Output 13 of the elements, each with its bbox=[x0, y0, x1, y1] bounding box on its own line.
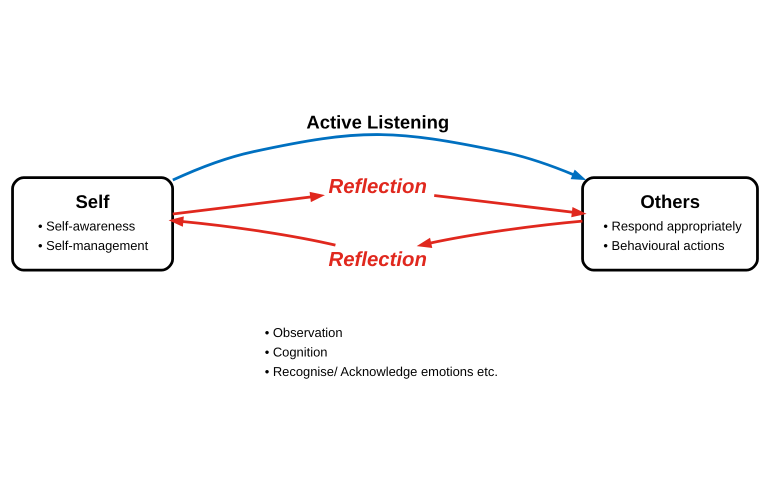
edge-label: Active Listening bbox=[306, 112, 450, 133]
node-text: Reflection bbox=[328, 249, 427, 272]
arrow bbox=[172, 133, 586, 182]
node-text: Reflection bbox=[328, 176, 427, 198]
label: • Cognition bbox=[264, 344, 328, 360]
label: • Observation bbox=[264, 324, 343, 340]
node-box: Others • Respond appropriately • Behavioural actions bbox=[581, 176, 759, 272]
label: • Recognise/ Acknowledge emotions etc. bbox=[264, 364, 498, 379]
arrow bbox=[434, 194, 587, 218]
node-box: Self • Self-awareness • Self-management bbox=[11, 176, 174, 272]
arrow bbox=[172, 192, 325, 216]
arrow bbox=[416, 220, 583, 248]
arrow bbox=[168, 216, 336, 247]
